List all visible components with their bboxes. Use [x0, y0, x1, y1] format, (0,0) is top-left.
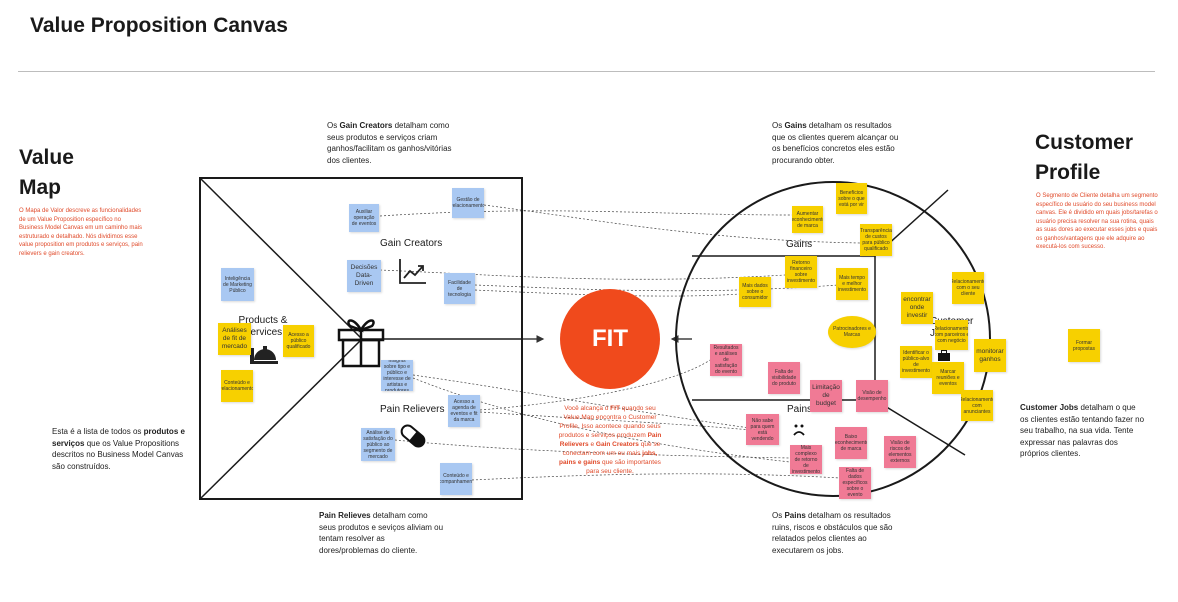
sticky-pain[interactable]: Falta de dados específicos sobre o event… [839, 467, 871, 499]
sticky-pain[interactable]: Visão de desempenho [856, 380, 888, 412]
sticky-customer-job[interactable]: Formar propostas [1068, 329, 1100, 362]
gains-note: Os Gains detalham os resultados que os c… [772, 121, 899, 165]
sticky-customer-job[interactable]: encontrar onde investir [901, 292, 933, 324]
pains-note: Os Pains detalham os resultados ruins, r… [772, 511, 893, 555]
sticky-gain-creator[interactable]: Decisões Data-Driven [347, 260, 381, 292]
sticky-pain[interactable]: Resultados e análises de satisfação do e… [710, 344, 742, 376]
pain-relievers-note: Pain Relieves detalham como seus produto… [319, 511, 444, 555]
products-services-label: Products & Services [238, 315, 288, 338]
gift-icon [337, 319, 385, 368]
value-map-title: Value Map [19, 143, 74, 203]
page-title: Value Proposition Canvas [30, 14, 288, 37]
value-map-title-line1: Value [19, 146, 74, 169]
sticky-gain[interactable]: Transparência de custos para público qua… [860, 224, 892, 256]
sticky-pain[interactable]: Limitação de budget [810, 380, 842, 412]
sticky-product-service[interactable]: Análises de fit de mercado [218, 323, 251, 355]
sticky-gain-creator[interactable]: Auxiliar operação de eventos [349, 204, 379, 232]
sticky-product-service[interactable]: Inteligência de Marketing Público [221, 268, 254, 301]
sticky-product-service[interactable]: Conteúdo e relacionamento [221, 370, 253, 402]
growth-chart-icon [399, 259, 426, 284]
value-map-description: O Mapa de Valor descreve as funcionalida… [19, 208, 143, 257]
sticky-customer-job[interactable]: Relacionamento com o seu cliente [952, 272, 984, 304]
customer-profile-title-line2: Profile [1035, 161, 1101, 184]
sticky-pain-reliever[interactable]: Acesso a agenda de eventos e fit da marc… [448, 395, 480, 427]
sticky-customer-job[interactable]: Patrocinadores e Marcas [828, 316, 876, 348]
fit-circle: FIT [560, 289, 660, 389]
customer-profile-title: Customer Profile [1035, 128, 1133, 188]
sticky-customer-job[interactable]: monitorar ganhos [974, 339, 1006, 372]
sticky-gain-creator[interactable]: Facilidade de tecnologia [444, 273, 475, 304]
sticky-customer-job[interactable]: Identificar o público-alvo de investimen… [900, 346, 932, 378]
sticky-customer-job[interactable]: Relacionamento com anunciantes [961, 390, 993, 421]
sticky-pain-reliever[interactable]: Insights sobre tipo e público e interess… [381, 360, 413, 391]
sticky-pain[interactable]: Mais complexo de retorno de investimento [790, 445, 822, 474]
value-map-title-line2: Map [19, 176, 61, 199]
customer-jobs-note: Customer Jobs detalham o que os clientes… [1020, 403, 1145, 458]
products-services-note: Esta é a lista de todos os produtos e se… [52, 427, 185, 471]
sticky-gain[interactable]: Mais dados sobre o consumidor [739, 277, 771, 307]
sticky-customer-job[interactable]: Relacionamento com parceiros e com negóc… [935, 320, 968, 350]
pill-icon [400, 424, 426, 448]
sticky-pain-reliever[interactable]: Conteúdo e Acompanhamento [440, 463, 472, 495]
fit-description: Você alcança o FIT quando seu Value Map … [558, 405, 662, 475]
gain-creators-note: Os Gain Creators detalham como seus prod… [327, 121, 452, 165]
sticky-customer-job[interactable]: Marcar reuniões e eventos [932, 362, 964, 394]
customer-profile-description: O Segmento de Cliente detalha um segment… [1036, 193, 1158, 250]
sticky-gain[interactable]: Mais tempo e melhor investimento [836, 268, 868, 300]
service-bell-icon [250, 346, 278, 364]
gains-label: Gains [786, 239, 813, 250]
sticky-pain[interactable]: Não sabe para quem está vendendo [746, 414, 779, 445]
sticky-gain-creator[interactable]: Gestão de relacionamento [452, 188, 484, 218]
sticky-gain[interactable]: Benefícios sobre o que está por vir [836, 183, 867, 214]
gain-creators-label: Gain Creators [380, 238, 443, 249]
sad-face-icon [793, 424, 805, 436]
value-map-box [199, 177, 523, 500]
title-divider [18, 71, 1155, 72]
sticky-pain[interactable]: Visão de riscos de elementos externos [884, 436, 916, 468]
sticky-gain[interactable]: Retorno financeiro sobre investimento [785, 256, 817, 288]
pains-label: Pains [787, 404, 813, 415]
sticky-pain[interactable]: Falta de visibilidade do produto [768, 362, 800, 394]
sticky-gain[interactable]: Aumentar reconhecimento de marca [792, 206, 823, 233]
sticky-pain[interactable]: Baixo reconhecimento de marca [835, 427, 867, 459]
pain-relievers-label: Pain Relievers [380, 404, 445, 415]
customer-profile-title-line1: Customer [1035, 131, 1134, 154]
sticky-pain-reliever[interactable]: Análise de satisfação do público ao segm… [361, 428, 395, 461]
briefcase-icon [938, 350, 950, 361]
sticky-product-service[interactable]: Acesso a público qualificado [283, 325, 314, 357]
